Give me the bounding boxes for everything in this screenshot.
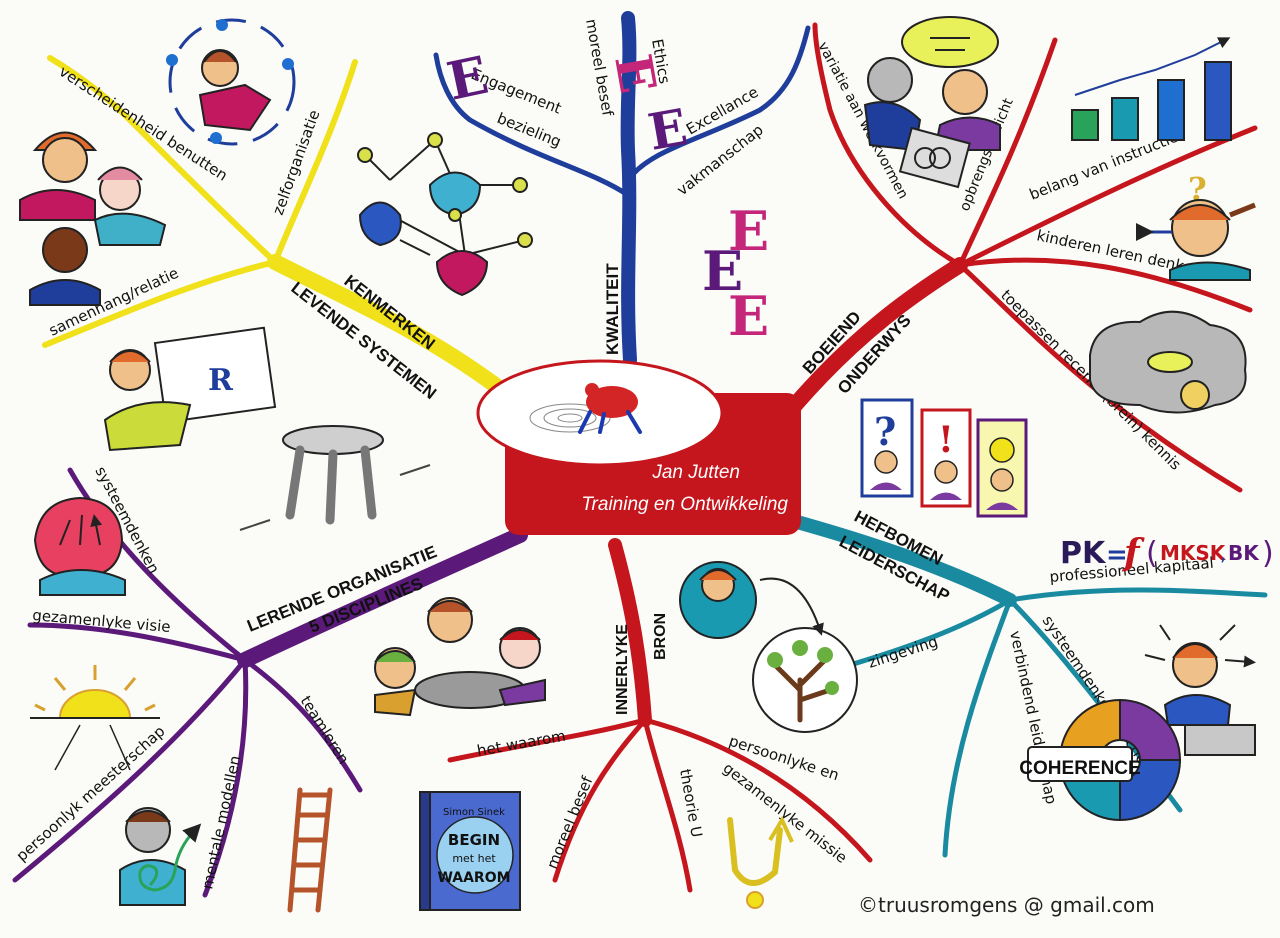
label-mentale-modellen: mentale modellen — [198, 754, 244, 891]
branch-kwaliteit — [433, 11, 811, 367]
whiteboard-icon: R — [103, 326, 277, 452]
label-moreel-besef: moreel besef — [543, 773, 597, 871]
svg-text:?: ? — [874, 409, 896, 454]
stool-icon — [239, 425, 431, 531]
title-kwaliteit: KWALITEIT — [603, 263, 622, 355]
branch-levende-systemen — [42, 55, 503, 393]
coherence-label: COHERENCE — [1019, 758, 1140, 779]
label-het-waarom: het waarom — [476, 727, 567, 760]
e-letter-icon: E — [442, 45, 493, 113]
sun-icon — [30, 665, 160, 771]
spiral-icon — [119, 807, 202, 906]
systems-head-icon — [33, 496, 126, 596]
team-icon — [374, 597, 546, 717]
person-arrows-icon — [1144, 624, 1255, 756]
center-name: Jan Jutten — [651, 462, 740, 483]
person-circle-icon — [679, 561, 824, 639]
title-innerlyke-2: BRON — [652, 613, 669, 660]
svg-text:E: E — [728, 199, 769, 263]
book-title-2: met het — [452, 852, 496, 865]
svg-text:BK: BK — [1228, 541, 1260, 565]
eee-icon: E E E — [702, 199, 769, 348]
ladder-icon — [287, 787, 333, 913]
label-theorie-u: theorie U — [676, 768, 706, 839]
network-icon — [357, 132, 533, 297]
book-title-1: BEGIN — [448, 831, 500, 849]
thinking-child-icon: ? — [1136, 170, 1256, 281]
svg-text:?: ? — [1188, 170, 1207, 208]
tree-icon — [752, 627, 858, 733]
u-arrow-icon — [727, 815, 794, 909]
svg-text:(: ( — [1146, 536, 1158, 571]
exclamation-card-icon: ! — [920, 408, 972, 508]
coherence-icon: COHERENCE — [1019, 698, 1182, 822]
central-logo: Jan Jutten Training en Ontwikkeling — [476, 359, 801, 535]
label-zingeving: zingeving — [866, 632, 940, 671]
e-letter-icon: E — [603, 50, 668, 98]
lightbulb-card-icon — [976, 418, 1028, 518]
svg-text:): ) — [1262, 536, 1274, 571]
brain-icon — [1089, 310, 1247, 414]
svg-text:E: E — [728, 284, 769, 348]
credit-text: ©truusromgens @ gmail.com — [858, 893, 1155, 917]
bar-chart-icon — [1071, 37, 1232, 141]
svg-text:R: R — [208, 363, 234, 398]
svg-text:!: ! — [938, 419, 954, 461]
frog-icon — [529, 383, 642, 434]
book-author: Simon Sinek — [443, 807, 505, 818]
branch-innerlyke-bron — [447, 538, 873, 893]
person-cycle-icon — [166, 18, 296, 146]
branch-boeiend-onderwijs — [787, 22, 1258, 493]
title-innerlyke-1: INNERLYKE — [614, 624, 631, 715]
book-title-3: WAAROM — [437, 870, 510, 886]
e-letter-icon: E — [644, 97, 692, 162]
svg-text:MKSK: MKSK — [1160, 541, 1227, 565]
svg-text:=: = — [1106, 540, 1128, 570]
label-teamleren: teamleren — [297, 693, 353, 768]
pk-formula: PK = f ( MKSK , BK ) — [1060, 532, 1274, 574]
question-card-icon: ? — [860, 398, 914, 498]
svg-text:E: E — [702, 239, 743, 303]
svg-text:PK: PK — [1060, 536, 1107, 571]
center-subtitle: Training en Ontwikkeling — [581, 494, 788, 515]
svg-text:,: , — [1220, 541, 1226, 565]
branch-lerende-organisatie — [12, 467, 528, 898]
speech-bubble-icon — [863, 16, 1001, 189]
book-icon: Simon Sinek BEGIN met het WAAROM — [419, 791, 521, 911]
people-group-icon — [19, 131, 167, 306]
